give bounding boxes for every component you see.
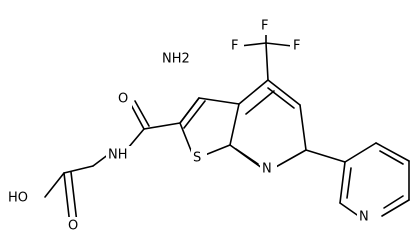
bond-n7-c6	[273, 149, 307, 169]
bond-s-c7a	[204, 144, 231, 156]
bond-c4-c3a-double	[245, 90, 275, 115]
bond-c4-cf3	[265, 42, 269, 81]
bond-c6-c5	[299, 104, 307, 151]
bond-pyr-c2-c3	[375, 142, 410, 162]
sulfur-label: S	[193, 151, 201, 166]
ring-nitrogen-label-background	[260, 160, 277, 178]
bond-pyr-c4-n-double	[383, 195, 404, 209]
bond-c2-c3-double	[183, 100, 206, 129]
amide-nitrogen-label-background	[106, 146, 134, 164]
bond-c4-c3a	[238, 79, 269, 105]
fluorine-left-label-background	[228, 38, 244, 55]
ring-nitrogen-label: N	[262, 162, 272, 177]
bond-cooh-oh	[44, 172, 65, 198]
bond-network	[44, 25, 410, 226]
amine-label: NH2	[162, 52, 190, 67]
fluorine-right-label: F	[293, 39, 300, 54]
bond-carbonyl-oxygen-double	[134, 100, 150, 127]
amine-label-background	[161, 48, 199, 68]
bond-cf3-left-f	[239, 42, 267, 47]
amide-nitrogen-label: NH	[108, 148, 128, 163]
acid-hydroxyl-label-background	[6, 189, 36, 207]
acid-oxygen-label-background	[66, 217, 82, 235]
bond-pyr-c2-c3-double	[379, 150, 404, 165]
bond-c3-c3a	[198, 97, 240, 105]
pyridyl-nitrogen-label-background	[357, 208, 375, 226]
acid-oxygen-label: O	[68, 219, 78, 234]
fluorine-left-label: F	[231, 39, 238, 54]
bond-pyr-c1-c2	[344, 142, 377, 163]
bond-c2-c3	[179, 97, 200, 124]
amide-oxygen-label: O	[118, 92, 128, 107]
bond-c7a-n7-double	[235, 148, 259, 165]
sulfur-label-background	[191, 149, 207, 167]
bond-pyr-n-c5	[339, 202, 361, 218]
bond-cooh-oxygen	[63, 172, 71, 226]
amide-oxygen-label-background	[116, 90, 132, 108]
bond-c5-c4	[267, 79, 301, 106]
fluorine-right-label-background	[290, 38, 306, 55]
bond-c2-carbonyl	[143, 122, 181, 130]
bond-pyr-c5-c1	[339, 161, 346, 204]
pyridyl-nitrogen-label: N	[359, 210, 369, 225]
fluorine-top-label: F	[261, 19, 268, 34]
bond-pyr-c4-n	[381, 199, 410, 217]
bond-pyr-c5-c1-double	[346, 167, 352, 199]
bond-c3a-c7a	[229, 103, 240, 146]
bond-c6-pyridyl	[305, 149, 346, 163]
fluorine-top-label-background	[258, 18, 273, 35]
atom-labels: NH2 F F F O NH S N N HO O	[6, 18, 375, 235]
acid-hydroxyl-label: HO	[8, 191, 28, 206]
bond-c2-s	[179, 122, 193, 154]
bond-ch2-cooh	[63, 165, 94, 174]
bond-cf3-right-f	[265, 42, 293, 47]
bond-c5-c4-double	[267, 87, 295, 109]
bond-cooh-oxygen-double	[70, 171, 78, 224]
